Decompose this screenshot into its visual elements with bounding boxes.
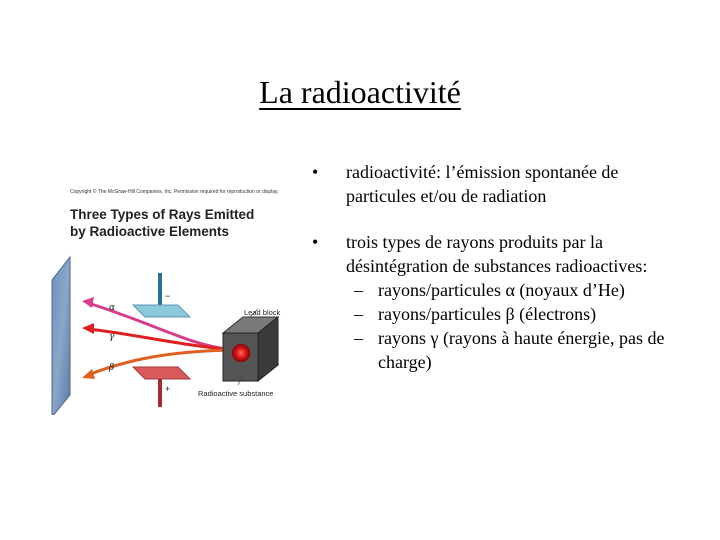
sub-marker: – — [354, 280, 363, 300]
radioactivity-diagram — [51, 255, 280, 415]
alpha-ray-arrow — [82, 297, 94, 308]
sub-marker: – — [354, 304, 363, 324]
sub-text: rayons/particules β (électrons) — [378, 304, 597, 324]
plus-sign: + — [165, 384, 171, 394]
sub-text: rayons γ (rayons à haute énergie, pas de… — [378, 328, 665, 372]
positive-plate — [131, 366, 192, 407]
sub-text: rayons/particules α (noyaux d’He) — [378, 280, 625, 300]
sub-marker: – — [354, 328, 363, 348]
lead-block — [221, 315, 280, 383]
figure-copyright: Copyright © The McGraw-Hill Companies, I… — [70, 189, 279, 195]
bullet-item: • trois types de rayons produits par la … — [310, 230, 690, 374]
beta-ray-arrow — [82, 369, 95, 379]
figure-title: Three Types of Rays Emitted by Radioacti… — [70, 206, 290, 240]
bullet-text: trois types de rayons produits par la dé… — [346, 232, 648, 276]
gamma-label: γ — [109, 332, 115, 342]
radioactive-source — [232, 344, 250, 362]
bullet-text: radioactivité: l’émission spontanée de p… — [346, 162, 619, 206]
sub-item: – rayons γ (rayons à haute énergie, pas … — [346, 326, 690, 374]
sub-item: – rayons/particules β (électrons) — [346, 302, 690, 326]
bullet-list: • radioactivité: l’émission spontanée de… — [310, 160, 690, 396]
beta-label: β — [109, 363, 115, 373]
slide-title-text: La radioactivité — [259, 74, 461, 110]
lead-block-label: Lead block — [244, 308, 281, 317]
negative-plate — [131, 273, 192, 318]
radioactive-substance-label: Radioactive substance — [198, 389, 274, 398]
figure-title-line1: Three Types of Rays Emitted — [70, 207, 255, 222]
gamma-ray-arrow — [82, 323, 94, 334]
bullet-marker: • — [312, 232, 319, 252]
bullet-item: • radioactivité: l’émission spontanée de… — [310, 160, 690, 208]
alpha-label: α — [109, 303, 116, 313]
minus-sign: − — [165, 291, 171, 301]
detection-screen — [51, 255, 71, 415]
gamma-ray — [87, 327, 234, 352]
sub-item: – rayons/particules α (noyaux d’He) — [346, 278, 690, 302]
figure-title-line2: by Radioactive Elements — [70, 224, 230, 239]
bullet-marker: • — [312, 162, 319, 182]
slide-title: La radioactivité — [0, 74, 720, 111]
beta-ray — [87, 348, 234, 377]
